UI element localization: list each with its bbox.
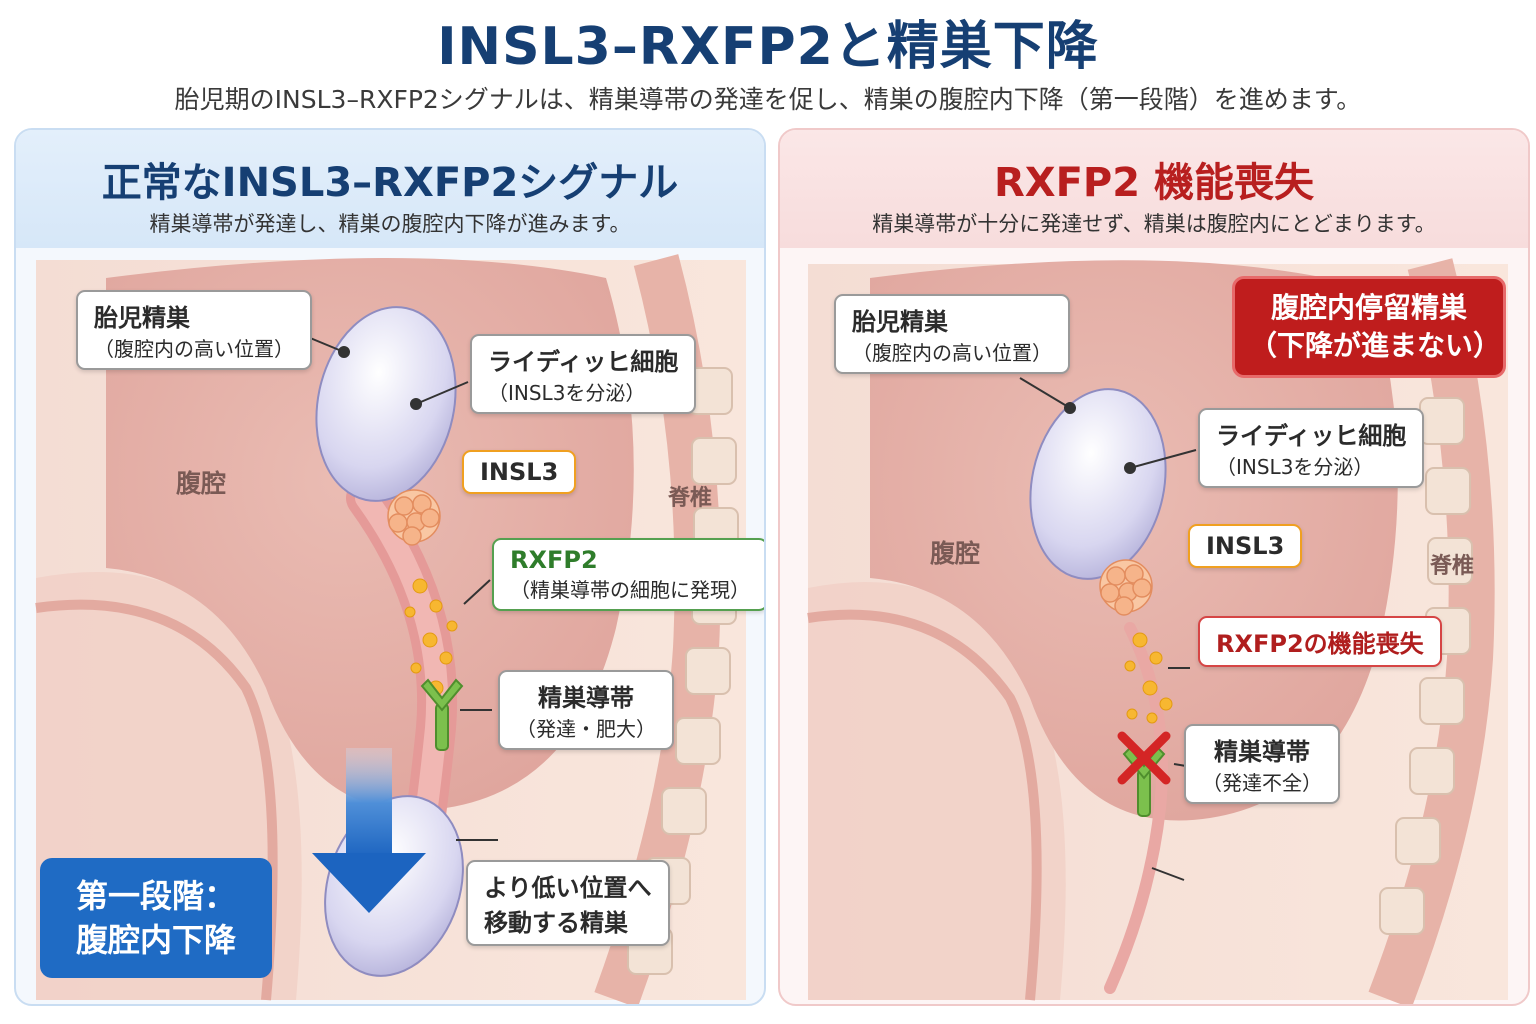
gubernaculum-label: 精巣導帯 （発達・肥大） (498, 670, 674, 750)
abdomen-label-loss: 腹腔 (930, 539, 981, 568)
loss-panel-subtitle: 精巣導帯が十分に発達せず、精巣は腹腔内にとどまります。 (872, 212, 1436, 236)
loss-panel-title: RXFP2 機能喪失 (993, 160, 1315, 206)
fetal-testis-label-loss: 胎児精巣 （腹腔内の高い位置） (834, 294, 1070, 374)
fetal-testis-label: 胎児精巣 （腹腔内の高い位置） (76, 290, 312, 370)
leydig-cell-label-loss: ライディッヒ細胞 （INSL3を分泌） (1198, 408, 1425, 488)
spine-label-loss: 脊椎 (1430, 554, 1475, 579)
loss-panel-header: RXFP2 機能喪失 精巣導帯が十分に発達せず、精巣は腹腔内にとどまります。 (780, 130, 1528, 248)
loss-anatomy-illustration (807, 258, 1508, 1004)
stage-one-box: 第一段階： 腹腔内下降 (40, 858, 272, 978)
cryptorchid-testis-box: 腹腔内停留精巣 （下降が進まない） (1232, 276, 1506, 378)
normal-panel-title: 正常なINSL3–RXFP2シグナル (101, 160, 679, 206)
rxfp2-loss-panel: RXFP2 機能喪失 精巣導帯が十分に発達せず、精巣は腹腔内にとどまります。 (778, 128, 1530, 1006)
gubernaculum-label-loss: 精巣導帯 （発達不全） (1184, 724, 1340, 804)
page-subtitle: 胎児期のINSL3–RXFP2シグナルは、精巣導帯の発達を促し、精巣の腹腔内下降… (174, 85, 1362, 114)
rxfp2-label: RXFP2 （精巣導帯の細胞に発現） (492, 538, 764, 611)
normal-panel-header: 正常なINSL3–RXFP2シグナル 精巣導帯が発達し、精巣の腹腔内下降が進みま… (16, 130, 764, 248)
leydig-cell-label: ライディッヒ細胞 （INSL3を分泌） (470, 334, 697, 414)
insl3-label: INSL3 (462, 450, 577, 494)
moving-testis-label: より低い位置へ 移動する精巣 (466, 860, 670, 946)
normal-panel-subtitle: 精巣導帯が発達し、精巣の腹腔内下降が進みます。 (149, 212, 631, 236)
normal-signal-panel: 正常なINSL3–RXFP2シグナル 精巣導帯が発達し、精巣の腹腔内下降が進みま… (14, 128, 766, 1006)
spine-label: 脊椎 (668, 486, 713, 511)
insl3-label-loss: INSL3 (1188, 524, 1303, 568)
rxfp2-loss-label: RXFP2の機能喪失 (1198, 616, 1442, 667)
page-title: INSL3–RXFP2と精巣下降 (437, 17, 1099, 77)
abdomen-label: 腹腔 (176, 469, 227, 498)
